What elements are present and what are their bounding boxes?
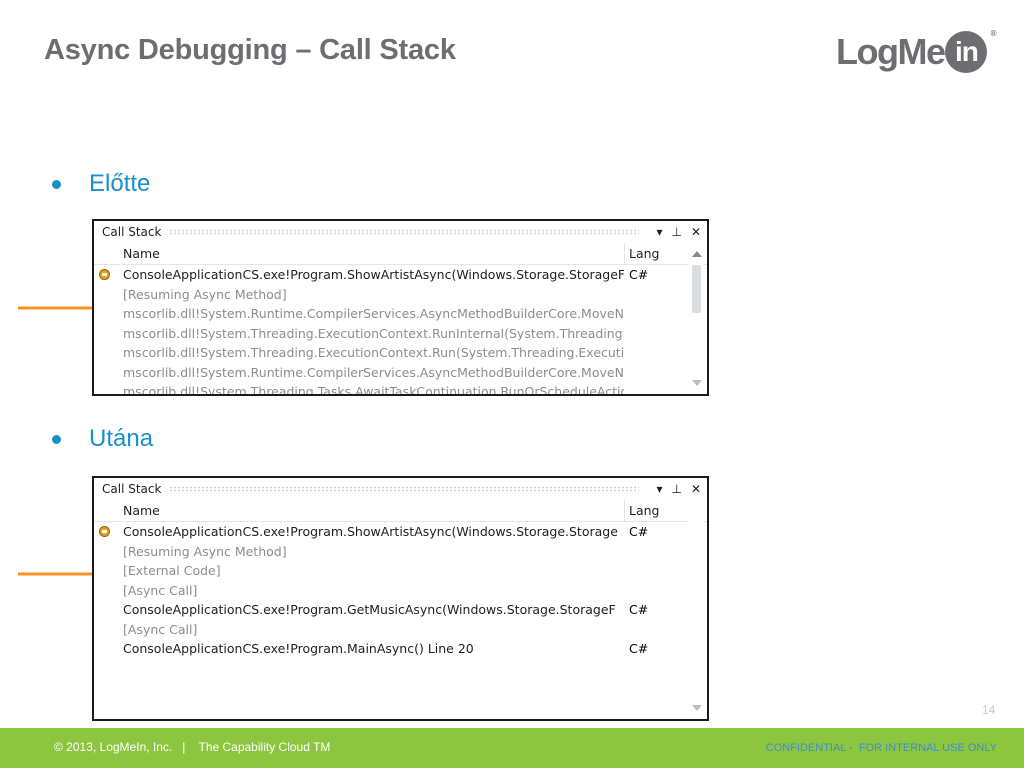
pin-icon[interactable]: ⊥ [671, 482, 682, 496]
column-header-row: Name Lang [94, 243, 707, 265]
call-stack-row[interactable]: ConsoleApplicationCS.exe!Program.ShowArt… [94, 522, 707, 542]
scroll-down-icon[interactable] [692, 705, 702, 711]
footer-bar: © 2013, LogMeIn, Inc. | The Capability C… [0, 728, 1024, 768]
panel-title: Call Stack [102, 482, 162, 496]
column-separator[interactable] [624, 500, 625, 521]
call-stack-row[interactable]: ConsoleApplicationCS.exe!Program.MainAsy… [94, 639, 707, 659]
frame-name: mscorlib.dll!System.Runtime.CompilerServ… [123, 364, 624, 380]
current-frame-arrow-icon [99, 526, 110, 537]
call-stack-row[interactable]: [Async Call] [94, 581, 707, 601]
logo-text: LogMe [836, 31, 946, 72]
vertical-scrollbar[interactable] [689, 500, 704, 717]
frame-name: [Resuming Async Method] [123, 286, 287, 302]
frame-name: [Resuming Async Method] [123, 543, 287, 559]
frame-name: [External Code] [123, 563, 221, 579]
call-stack-row[interactable]: ConsoleApplicationCS.exe!Program.GetMusi… [94, 600, 707, 620]
column-header-lang[interactable]: Lang [629, 246, 659, 261]
frame-lang: C# [629, 267, 649, 283]
call-stack-row[interactable]: mscorlib.dll!System.Threading.ExecutionC… [94, 324, 707, 344]
column-separator[interactable] [624, 243, 625, 264]
call-stack-panel-before: Call Stack ▾ ⊥ ✕ Name Lang ConsoleApplic… [92, 219, 709, 396]
panel-grip[interactable] [169, 229, 640, 235]
call-stack-panel-after: Call Stack ▾ ⊥ ✕ Name Lang ConsoleApplic… [92, 476, 709, 721]
scroll-down-icon[interactable] [692, 380, 702, 386]
call-stack-row[interactable]: [Resuming Async Method] [94, 285, 707, 305]
call-stack-row[interactable]: [Async Call] [94, 620, 707, 640]
page-number: 14 [982, 703, 996, 717]
column-header-lang[interactable]: Lang [629, 503, 659, 518]
scroll-thumb[interactable] [692, 265, 701, 313]
bullet-after: Utána [52, 425, 153, 453]
logmein-logo: LogMe in ® [836, 28, 996, 76]
column-header-row: Name Lang [94, 500, 707, 522]
column-header-name[interactable]: Name [123, 503, 160, 518]
call-stack-rows: ConsoleApplicationCS.exe!Program.ShowArt… [94, 522, 707, 659]
frame-name: ConsoleApplicationCS.exe!Program.ShowArt… [123, 524, 618, 540]
call-stack-row[interactable]: mscorlib.dll!System.Threading.Tasks.Awai… [94, 382, 707, 396]
dropdown-arrow-icon[interactable]: ▾ [656, 225, 663, 239]
call-stack-rows: ConsoleApplicationCS.exe!Program.ShowArt… [94, 265, 707, 396]
close-icon[interactable]: ✕ [690, 225, 701, 239]
panel-titlebar: Call Stack ▾ ⊥ ✕ [94, 221, 707, 243]
logo-in-badge: in ® [945, 29, 996, 73]
footer-copyright: © 2013, LogMeIn, Inc. | The Capability C… [54, 740, 331, 754]
frame-name: mscorlib.dll!System.Threading.ExecutionC… [123, 325, 624, 341]
frame-name: ConsoleApplicationCS.exe!Program.MainAsy… [123, 641, 474, 657]
bullet-label: Utána [89, 425, 154, 452]
dropdown-arrow-icon[interactable]: ▾ [656, 482, 663, 496]
bullet-dot-icon [52, 434, 61, 444]
bullet-dot-icon [52, 179, 61, 189]
call-stack-row[interactable]: mscorlib.dll!System.Threading.ExecutionC… [94, 343, 707, 363]
footer-confidential: CONFIDENTIAL - FOR INTERNAL USE ONLY [765, 742, 997, 754]
bullet-label: Előtte [89, 170, 151, 197]
panel-titlebar: Call Stack ▾ ⊥ ✕ [94, 478, 707, 500]
logo-in-text: in [955, 36, 979, 67]
panel-title: Call Stack [102, 225, 162, 239]
frame-name: ConsoleApplicationCS.exe!Program.GetMusi… [123, 602, 616, 618]
frame-name: mscorlib.dll!System.Threading.Tasks.Awai… [123, 384, 624, 396]
call-stack-row[interactable]: ConsoleApplicationCS.exe!Program.ShowArt… [94, 265, 707, 285]
frame-name: ConsoleApplicationCS.exe!Program.ShowArt… [123, 267, 624, 283]
vertical-scrollbar[interactable] [689, 243, 704, 392]
bullet-before: Előtte [52, 170, 150, 198]
column-header-name[interactable]: Name [123, 246, 160, 261]
call-stack-row[interactable]: [Resuming Async Method] [94, 542, 707, 562]
frame-lang: C# [629, 602, 649, 618]
call-stack-row[interactable]: mscorlib.dll!System.Runtime.CompilerServ… [94, 304, 707, 324]
panel-grip[interactable] [169, 486, 640, 492]
frame-lang: C# [629, 641, 649, 657]
logo-registered-mark: ® [990, 29, 997, 38]
slide-title: Async Debugging – Call Stack [44, 34, 456, 66]
frame-lang: C# [629, 524, 649, 540]
call-stack-row[interactable]: [External Code] [94, 561, 707, 581]
call-stack-row[interactable]: mscorlib.dll!System.Runtime.CompilerServ… [94, 363, 707, 383]
current-frame-arrow-icon [99, 269, 110, 280]
close-icon[interactable]: ✕ [690, 482, 701, 496]
scroll-up-icon[interactable] [692, 251, 702, 257]
pin-icon[interactable]: ⊥ [671, 225, 682, 239]
frame-name: mscorlib.dll!System.Threading.ExecutionC… [123, 345, 624, 361]
frame-name: [Async Call] [123, 582, 198, 598]
frame-name: mscorlib.dll!System.Runtime.CompilerServ… [123, 306, 624, 322]
frame-name: [Async Call] [123, 621, 198, 637]
